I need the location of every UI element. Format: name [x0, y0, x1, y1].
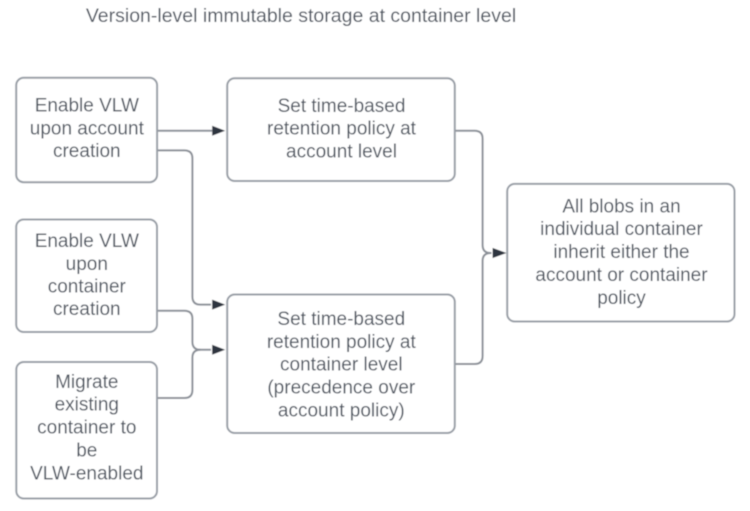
svg-text:individual container: individual container	[540, 219, 703, 240]
svg-text:creation: creation	[53, 141, 121, 162]
svg-text:Version-level immutable storag: Version-level immutable storage at conta…	[86, 5, 516, 27]
svg-text:container level: container level	[280, 355, 403, 376]
svg-text:existing: existing	[55, 395, 119, 416]
svg-text:retention policy at: retention policy at	[267, 119, 417, 140]
svg-text:Set time-based: Set time-based	[278, 96, 406, 117]
svg-text:VLW-enabled: VLW-enabled	[30, 464, 143, 485]
svg-text:container to: container to	[37, 418, 136, 439]
svg-text:policy: policy	[597, 288, 646, 309]
svg-text:account or container: account or container	[535, 265, 708, 286]
svg-text:retention policy at: retention policy at	[267, 332, 417, 353]
svg-text:container: container	[48, 277, 127, 298]
svg-text:upon account: upon account	[30, 118, 145, 139]
svg-text:Set time-based: Set time-based	[277, 309, 405, 330]
svg-text:All blobs in an: All blobs in an	[562, 196, 680, 217]
svg-text:Migrate: Migrate	[55, 372, 118, 393]
svg-text:upon: upon	[66, 254, 108, 275]
svg-text:(precedence over: (precedence over	[267, 378, 416, 399]
svg-text:inherit either the: inherit either the	[553, 242, 689, 263]
svg-text:Enable VLW: Enable VLW	[35, 96, 139, 117]
svg-text:account level: account level	[286, 142, 397, 163]
svg-text:Enable VLW: Enable VLW	[35, 231, 139, 252]
svg-text:creation: creation	[53, 299, 121, 320]
svg-text:be: be	[76, 441, 97, 462]
svg-text:account policy): account policy)	[278, 400, 405, 421]
